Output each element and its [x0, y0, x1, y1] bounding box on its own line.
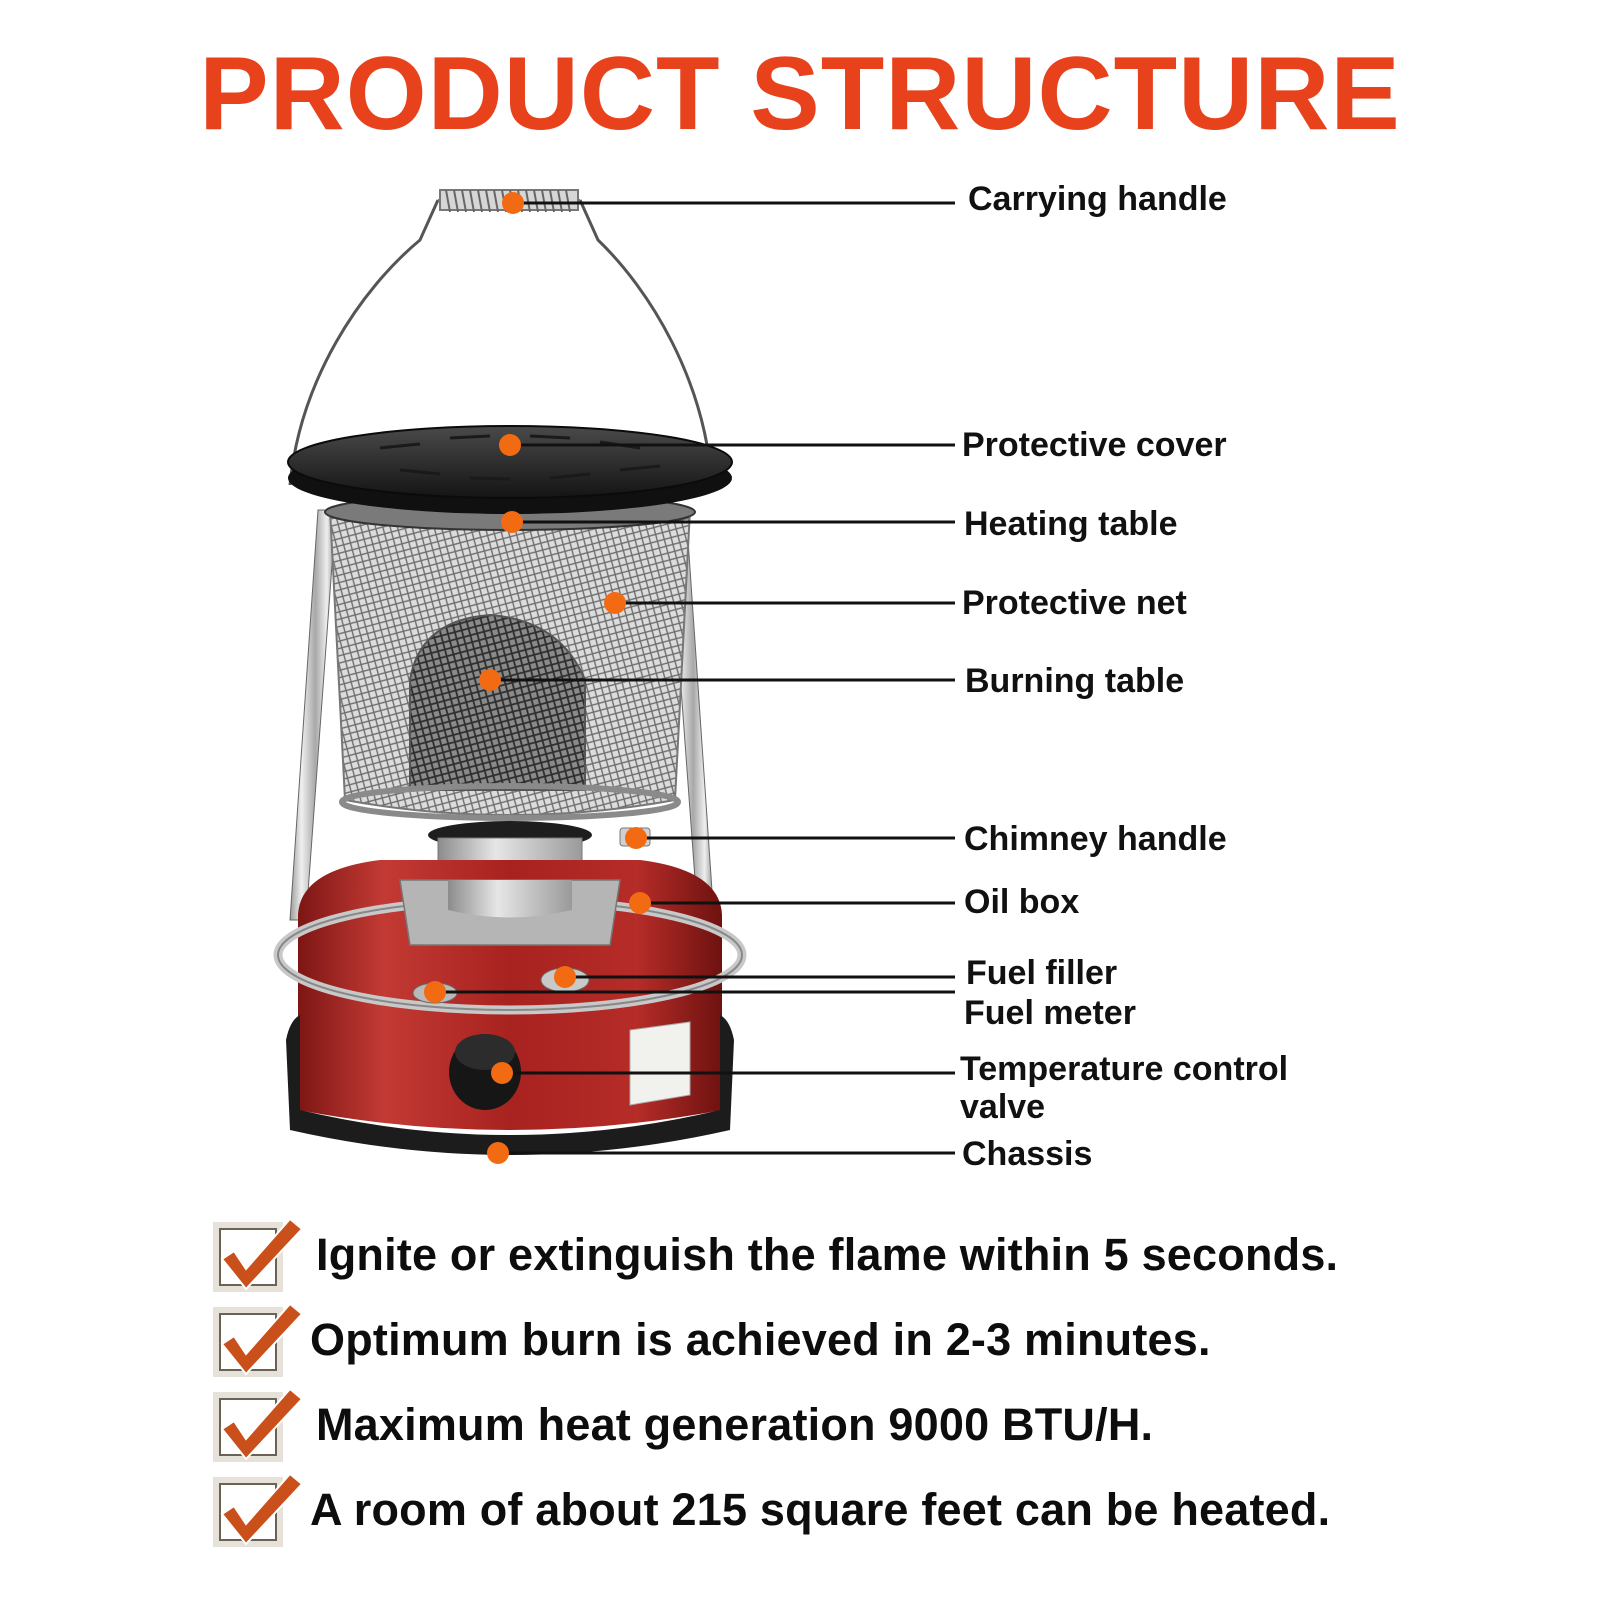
checkmark-icon: [212, 1215, 304, 1295]
dot-burning-table: [479, 669, 501, 691]
feature-text: A room of about 215 square feet can be h…: [310, 1484, 1331, 1535]
dot-protective-cover: [499, 434, 521, 456]
checkmark-icon: [212, 1300, 304, 1380]
dot-oil-box: [629, 892, 651, 914]
checkmark-icon: [212, 1470, 304, 1550]
dot-protective-net: [604, 592, 626, 614]
checkmark-icon: [212, 1385, 304, 1465]
label-protective-cover: Protective cover: [962, 426, 1227, 464]
feature-item: Ignite or extinguish the flame within 5 …: [212, 1215, 1472, 1295]
dot-chimney-handle: [625, 827, 647, 849]
dot-fuel-filler: [554, 966, 576, 988]
label-carrying-handle: Carrying handle: [968, 180, 1227, 218]
label-temperature-control-valve: Temperature control valve: [960, 1050, 1289, 1127]
label-chimney-handle: Chimney handle: [964, 820, 1227, 858]
dot-heating-table: [501, 511, 523, 533]
dot-chassis: [487, 1142, 509, 1164]
callout-dots: [424, 192, 651, 1164]
burning-table-shape: [409, 613, 586, 791]
label-burning-table: Burning table: [965, 662, 1185, 700]
dot-temperature-control-valve: [491, 1062, 513, 1084]
label-protective-net: Protective net: [962, 584, 1187, 622]
feature-text: Ignite or extinguish the flame within 5 …: [316, 1229, 1339, 1280]
page-title: PRODUCT STRUCTURE: [199, 36, 1401, 152]
feature-item: A room of about 215 square feet can be h…: [212, 1470, 1472, 1550]
label-heating-table: Heating table: [964, 505, 1178, 543]
label-fuel-filler: Fuel filler: [966, 954, 1118, 992]
feature-text: Maximum heat generation 9000 BTU/H.: [316, 1399, 1154, 1450]
feature-item: Maximum heat generation 9000 BTU/H.: [212, 1385, 1472, 1465]
product-diagram: Carrying handle Protective cover Heating…: [273, 180, 1289, 1173]
leader-lines: [435, 201, 955, 1155]
dot-fuel-meter: [424, 981, 446, 1003]
feature-item: Optimum burn is achieved in 2-3 minutes.: [212, 1300, 1472, 1380]
label-oil-box: Oil box: [964, 883, 1080, 921]
label-fuel-meter: Fuel meter: [964, 994, 1136, 1032]
label-chassis: Chassis: [962, 1135, 1093, 1173]
feature-text: Optimum burn is achieved in 2-3 minutes.: [310, 1314, 1211, 1365]
dot-carrying-handle: [502, 192, 524, 214]
heater-illustration: [273, 189, 955, 1164]
